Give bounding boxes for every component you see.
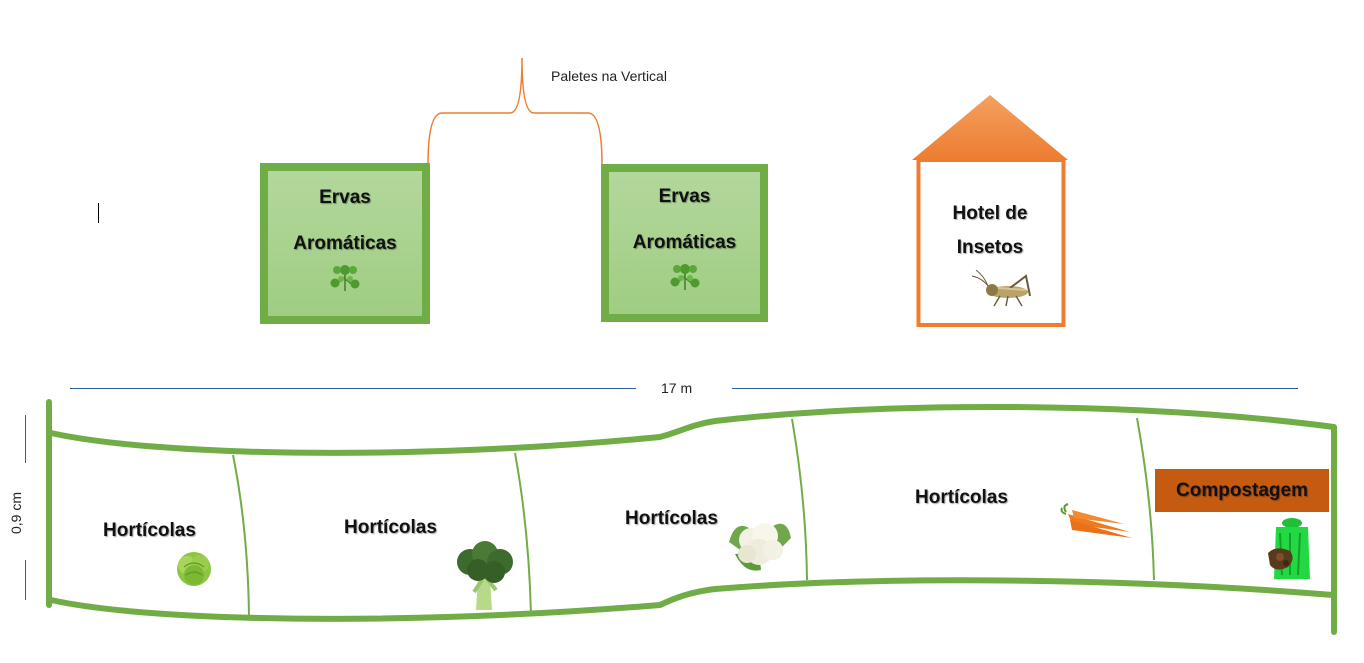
bed-label-2: Hortícolas xyxy=(344,517,437,538)
garden-bed-outline xyxy=(46,399,1337,635)
broccoli-icon xyxy=(457,541,513,610)
bed-label-1: Hortícolas xyxy=(103,520,196,541)
parsley-icon xyxy=(670,264,699,290)
herb-box-2-line1: Ervas xyxy=(658,186,711,207)
compost-label-box: Compostagem xyxy=(1155,469,1329,512)
carrot-icon xyxy=(1060,503,1132,538)
compost-bin-icon xyxy=(1268,518,1310,579)
length-dimension-line-left xyxy=(70,388,636,389)
brace-label: Paletes na Vertical xyxy=(551,68,667,84)
text-cursor xyxy=(98,203,99,223)
herb-box-2-line2: Aromáticas xyxy=(632,232,737,253)
lettuce-icon xyxy=(177,552,211,586)
grasshopper-icon xyxy=(971,269,1031,307)
herb-box-1-line1: Ervas xyxy=(319,187,371,208)
parsley-icon xyxy=(330,265,360,291)
length-label: 17 m xyxy=(661,380,693,396)
herb-box-1-line2: Aromáticas xyxy=(293,233,397,254)
compost-label: Compostagem xyxy=(1176,479,1308,501)
length-dimension-line-right xyxy=(732,388,1298,389)
insect-hotel-house xyxy=(912,95,1068,327)
herb-box-2: Ervas Aromáticas xyxy=(601,164,768,322)
bed-label-3: Hortícolas xyxy=(625,508,718,529)
bed-label-4: Hortícolas xyxy=(915,487,1008,508)
brace-connector xyxy=(427,57,603,166)
herb-box-1: Ervas Aromáticas xyxy=(260,163,430,324)
height-dimension-line-top xyxy=(25,415,26,463)
cauliflower-icon xyxy=(729,523,791,571)
insect-hotel-label: Hotel de Insetos xyxy=(952,203,1028,258)
height-dimension-line-bottom xyxy=(25,560,26,600)
